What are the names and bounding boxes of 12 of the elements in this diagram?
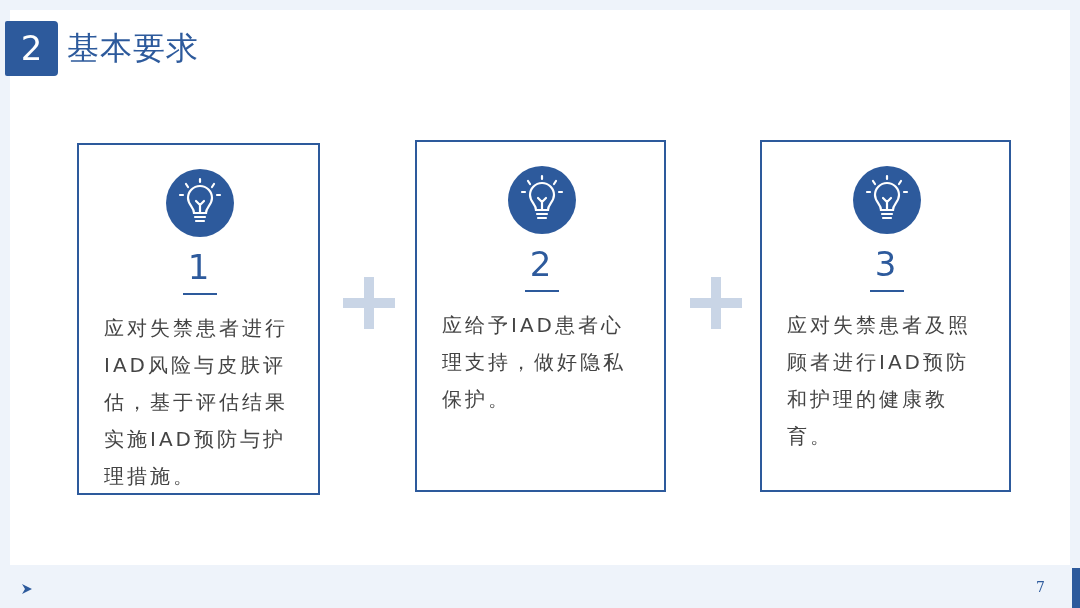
title: 基本要求 [67,28,199,69]
section-number: 2 [5,21,58,76]
description: 应对失禁患者进行IAD风险与皮肤评估，基于评估结果实施IAD预防与护理措施。 [104,315,289,490]
card [415,140,666,492]
description: 应对失禁患者及照顾者进行IAD预防和护理的健康教育。 [787,312,972,450]
card [77,143,320,495]
description: 应给予IAD患者心理支持，做好隐私保护。 [442,312,627,413]
step-number: 1 [186,247,211,287]
step-number: 2 [528,244,553,284]
step-number: 3 [873,244,898,284]
card [760,140,1011,492]
page-number: 7 [1036,578,1045,596]
